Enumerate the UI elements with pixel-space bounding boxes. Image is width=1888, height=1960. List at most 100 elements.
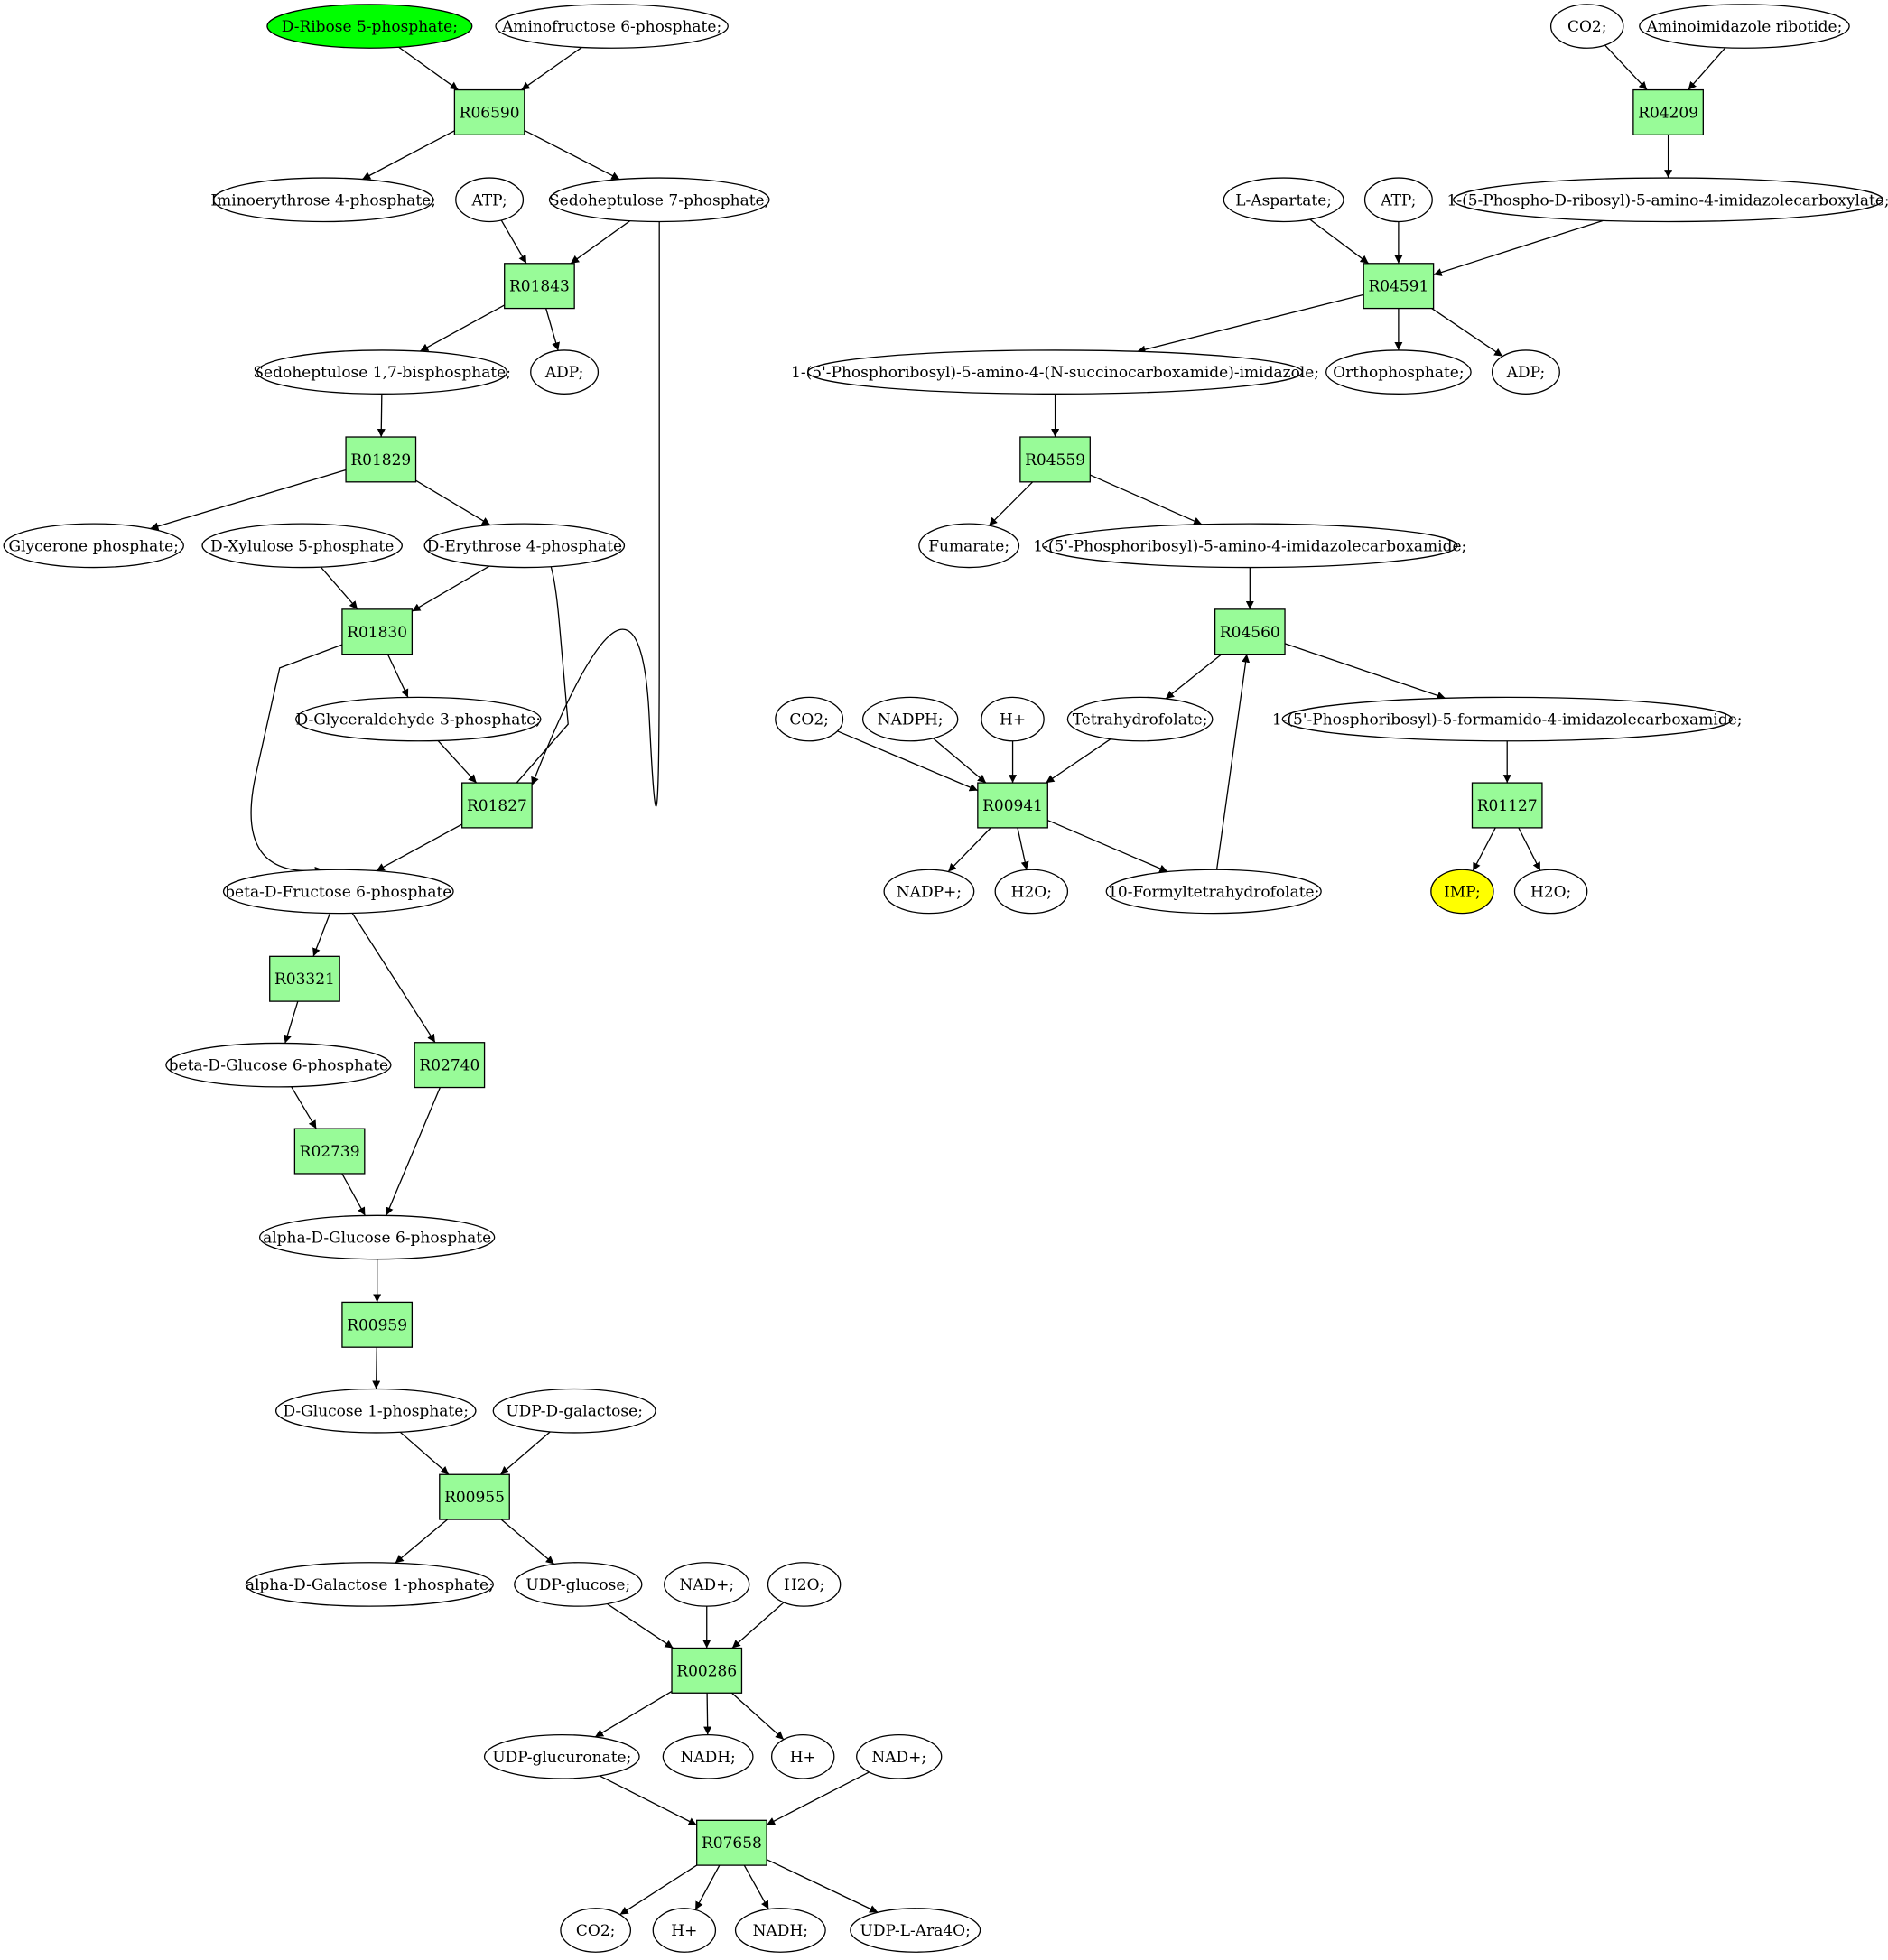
edge-glyceraldehyde3p-to-r01827 <box>437 740 478 784</box>
compound-label: NAD+; <box>679 1576 734 1594</box>
compound-node-aicar: 1-(5'-Phosphoribosyl)-5-amino-4-imidazol… <box>1033 523 1466 569</box>
edge-r01829-to-erythrose4p <box>415 479 491 526</box>
compound-node-orthophosphate: Orthophosphate; <box>1325 349 1472 395</box>
compound-ellipse <box>495 4 729 49</box>
reaction-box <box>977 782 1048 829</box>
compound-label: beta-D-Glucose 6-phosphate <box>169 1057 388 1075</box>
compound-node-atp2: ATP; <box>1363 177 1433 223</box>
reaction-node-r01827: R01827 <box>461 782 533 829</box>
compound-node-saicar: 1-(5'-Phosphoribosyl)-5-amino-4-(N-succi… <box>791 349 1319 395</box>
compound-label: D-Glucose 1-phosphate; <box>283 1403 469 1421</box>
compound-ellipse <box>734 1908 826 1953</box>
compound-node-adp1: ADP; <box>530 349 600 395</box>
reaction-label: R02739 <box>300 1143 360 1161</box>
compound-ellipse <box>212 177 434 223</box>
reaction-box <box>1471 782 1543 829</box>
reaction-box <box>345 436 417 483</box>
compound-node-air: Aminoimidazole ribotide; <box>1639 4 1850 49</box>
reaction-label: R06590 <box>460 104 520 122</box>
reaction-box <box>269 955 340 1002</box>
compound-node-hplus2: H+ <box>652 1908 717 1953</box>
reaction-label: R02740 <box>419 1057 479 1075</box>
edge-atp1-to-r01843 <box>500 219 527 265</box>
compound-ellipse <box>295 696 542 742</box>
compound-node-cair: 1-(5-Phospho-D-ribosyl)-5-amino-4-imidaz… <box>1447 177 1888 223</box>
edge-r04560-to-faicar <box>1284 643 1446 700</box>
compound-node-glyceraldehyde3p: D-Glyceraldehyde 3-phosphate; <box>295 696 542 742</box>
reaction-node-r04591: R04591 <box>1363 263 1435 310</box>
reaction-box <box>461 782 533 829</box>
reaction-box <box>1019 436 1091 483</box>
compound-ellipse <box>3 523 184 569</box>
compound-label: UDP-glucuronate; <box>492 1749 631 1767</box>
compound-label: 1-(5-Phospho-D-ribosyl)-5-amino-4-imidaz… <box>1447 191 1888 209</box>
compound-node-nad2: NAD+; <box>856 1733 943 1779</box>
compound-node-fructose6p: beta-D-Fructose 6-phosphate <box>222 869 454 915</box>
edge-r00941-to-formylthf <box>1047 819 1168 873</box>
edge-r01827-to-fructose6p <box>376 823 462 872</box>
compound-ellipse <box>1430 869 1494 915</box>
compound-label: H+ <box>1000 711 1026 729</box>
compound-ellipse <box>483 1733 640 1779</box>
compound-label: Aminofructose 6-phosphate; <box>501 18 721 36</box>
reaction-box <box>1632 88 1704 136</box>
compound-label: Aminoimidazole ribotide; <box>1646 18 1843 36</box>
compound-ellipse <box>1223 177 1344 223</box>
compound-label: H2O; <box>1011 883 1052 901</box>
edge-r01127-to-imp <box>1472 827 1496 871</box>
edge-r03321-to-bglucose6p <box>284 1000 299 1044</box>
compound-node-erythrose4p: D-Erythrose 4-phosphate <box>423 523 626 569</box>
reaction-node-r04209: R04209 <box>1632 88 1704 136</box>
compound-ellipse <box>994 869 1069 915</box>
edge-r00955-to-udpglucose <box>500 1519 555 1565</box>
reaction-label: R04591 <box>1368 278 1428 296</box>
edge-thf-to-r00941 <box>1045 738 1111 784</box>
compound-label: UDP-D-galactose; <box>506 1403 643 1421</box>
reaction-label: R01830 <box>347 624 407 642</box>
compound-ellipse <box>165 1042 392 1088</box>
compound-label: Sedoheptulose 7-phosphate; <box>549 191 769 209</box>
edge-r00286-to-hplus1 <box>731 1692 785 1741</box>
compound-ellipse <box>245 1562 494 1607</box>
compound-label: beta-D-Fructose 6-phosphate <box>225 883 451 901</box>
reaction-label: R01127 <box>1477 797 1538 815</box>
edges <box>150 44 1726 1916</box>
compound-ellipse <box>1042 523 1458 569</box>
edge-r07658-to-hplus2 <box>694 1864 721 1910</box>
reaction-label: R04209 <box>1638 104 1698 122</box>
compound-node-udpgalactose: UDP-D-galactose; <box>492 1388 656 1434</box>
edge-r00286-to-nadh1 <box>703 1693 712 1735</box>
compound-ellipse <box>1363 177 1433 223</box>
edge-udpgalactose-to-r00955 <box>499 1431 551 1475</box>
edge-r07658-to-co2_1 <box>619 1864 698 1916</box>
compound-label: 1-(5'-Phosphoribosyl)-5-amino-4-imidazol… <box>1033 537 1466 555</box>
compound-label: NADP+; <box>897 883 962 901</box>
reaction-node-r00286: R00286 <box>671 1647 743 1694</box>
compound-node-sedoheptulose17bp: Sedoheptulose 1,7-bisphosphate; <box>253 349 511 395</box>
compound-label: Sedoheptulose 1,7-bisphosphate; <box>253 364 511 382</box>
reaction-label: R07658 <box>702 1835 762 1853</box>
compound-label: 10-Formyltetrahydrofolate; <box>1108 883 1319 901</box>
edge-r01830-to-fructose6p <box>250 644 343 875</box>
compound-node-bglucose6p: beta-D-Glucose 6-phosphate <box>165 1042 392 1088</box>
compound-node-fumarate: Fumarate; <box>918 523 1020 569</box>
edge-sedoheptulose7p-to-r01827 <box>531 221 660 807</box>
compound-ellipse <box>807 349 1304 395</box>
reaction-node-r01830: R01830 <box>341 608 414 655</box>
compound-node-galactose1p: alpha-D-Galactose 1-phosphate; <box>245 1562 494 1607</box>
compound-ellipse <box>850 1908 981 1953</box>
reaction-label: R00286 <box>676 1662 737 1680</box>
compound-node-co2_1: CO2; <box>560 1908 632 1953</box>
compound-ellipse <box>1066 696 1214 742</box>
edge-r06590-to-iminoerythrose4p <box>361 130 455 181</box>
compound-node-laspartate: L-Aspartate; <box>1223 177 1344 223</box>
reaction-node-r02740: R02740 <box>414 1042 486 1089</box>
reaction-node-r01829: R01829 <box>345 436 417 483</box>
reaction-box <box>414 1042 486 1089</box>
edge-r04559-to-fumarate <box>988 481 1034 526</box>
compound-label: H+ <box>671 1922 697 1940</box>
compound-ellipse <box>560 1908 632 1953</box>
edge-r06590-to-sedoheptulose7p <box>524 129 620 181</box>
compound-node-aminofructose6p: Aminofructose 6-phosphate; <box>495 4 729 49</box>
edge-r00955-to-galactose1p <box>395 1519 449 1564</box>
